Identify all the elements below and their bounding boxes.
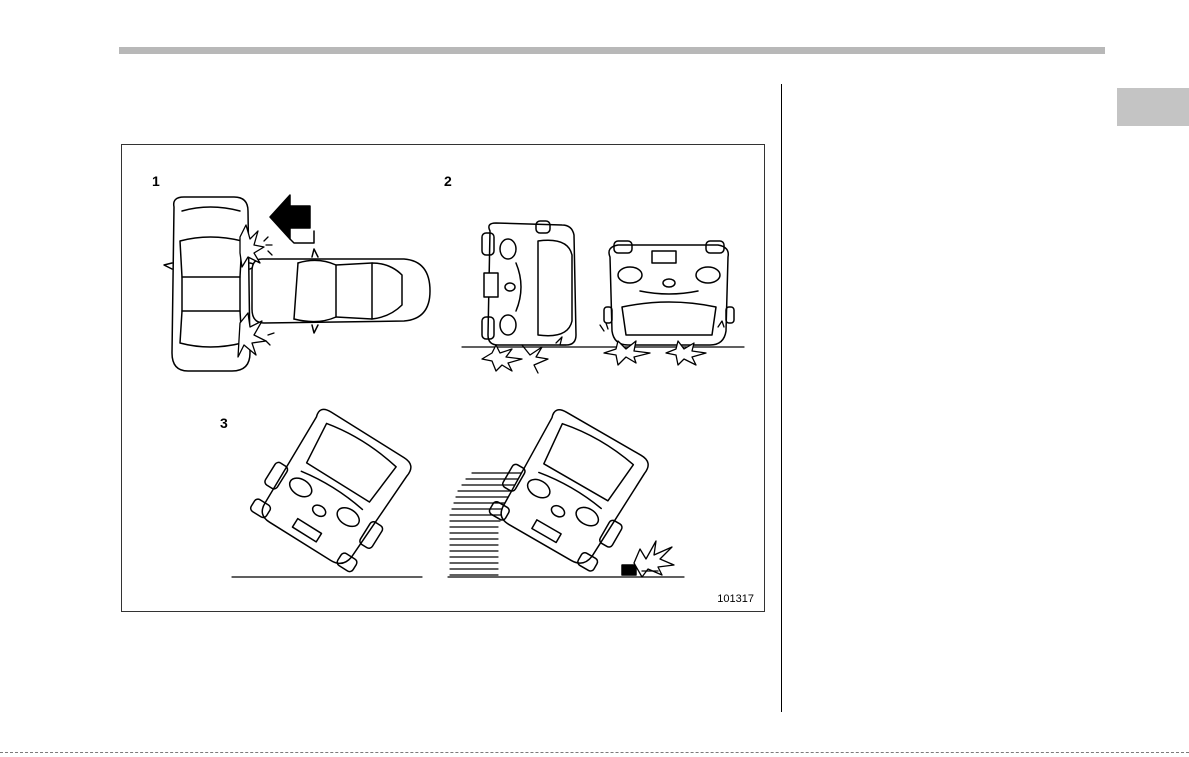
panel-label-1: 1 (152, 173, 160, 189)
crash-figure: 1 2 3 101317 (121, 144, 765, 612)
tripped-car (486, 402, 658, 574)
tilted-car (248, 402, 422, 576)
panel-label-2: 2 (444, 173, 452, 189)
page-trim-line (0, 752, 1189, 753)
crash-illustrations (122, 145, 764, 611)
car-upside-down (604, 241, 734, 345)
striking-car-topview (252, 249, 430, 333)
header-rule (119, 47, 1105, 54)
rollover-scene (462, 221, 744, 373)
curb-impact-burst-icon (634, 541, 674, 577)
car-on-side (482, 221, 576, 345)
figure-code: 101317 (717, 593, 754, 605)
tipping-scene (232, 402, 684, 577)
column-divider (781, 84, 782, 712)
chapter-tab (1117, 88, 1189, 126)
panel-label-3: 3 (220, 415, 228, 431)
impact-direction-arrow-icon (270, 195, 314, 243)
curb-obstacle (622, 565, 636, 575)
side-impact-scene (164, 195, 430, 371)
